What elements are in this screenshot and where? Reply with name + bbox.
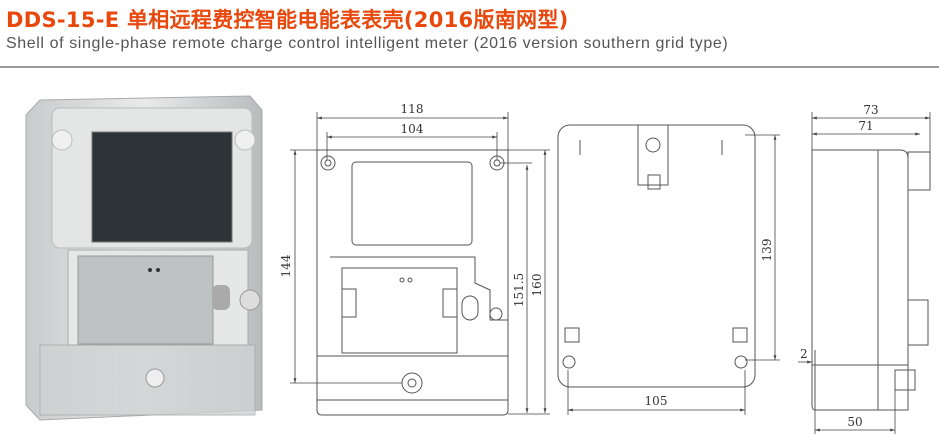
dim-160: 160: [530, 274, 544, 297]
side-view-dimensions: 73 71 2 50: [798, 103, 931, 434]
dim-144: 144: [279, 254, 293, 277]
dim-71: 71: [858, 119, 873, 133]
product-photo: [25, 95, 263, 421]
dim-50: 50: [847, 415, 862, 429]
dim-73: 73: [863, 103, 878, 117]
side-view-drawing: [811, 149, 931, 411]
dim-2: 2: [800, 347, 808, 361]
page-subtitle: Shell of single-phase remote charge cont…: [6, 35, 729, 52]
dim-105: 105: [645, 394, 668, 408]
divider: [0, 66, 939, 68]
back-view-drawing: [557, 124, 756, 388]
dim-118: 118: [401, 102, 424, 116]
page-title: DDS-15-E 单相远程费控智能电能表表壳(2016版南网型): [6, 8, 569, 32]
dim-139: 139: [760, 239, 774, 262]
dim-151-5: 151.5: [512, 273, 526, 307]
front-view-dimensions: 118 104 144 151.5 160: [279, 102, 550, 415]
back-view-dimensions: 139 105: [567, 134, 780, 415]
dim-104: 104: [401, 122, 424, 136]
front-view-drawing: [316, 149, 509, 416]
